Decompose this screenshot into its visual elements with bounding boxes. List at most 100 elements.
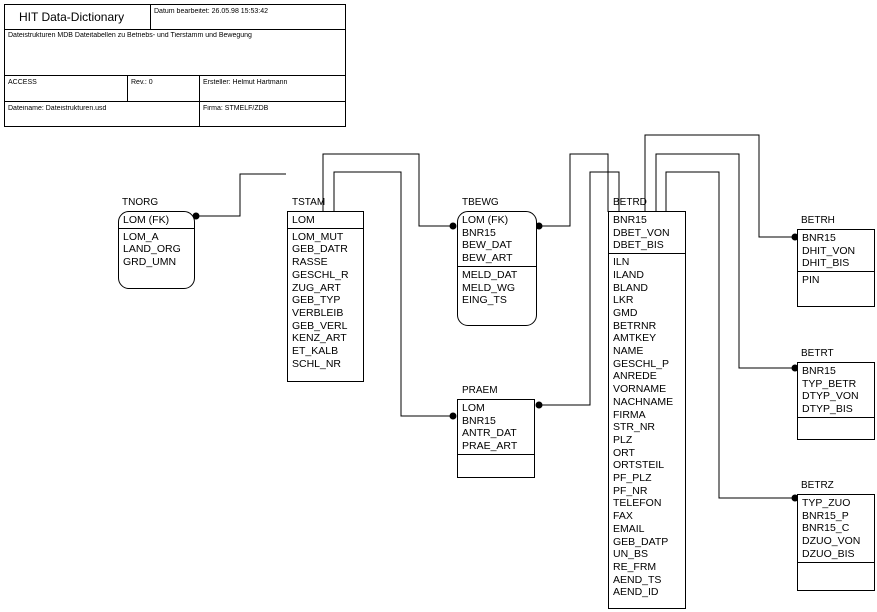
attribute: VERBLEIB <box>292 306 344 319</box>
entity-name-tstam: TSTAM <box>292 197 326 208</box>
title-block: HIT Data-Dictionary Datum bearbeitet: 26… <box>4 4 346 127</box>
attribute: BLAND <box>613 281 649 294</box>
entity-name-betrh: BETRH <box>801 215 835 226</box>
key-attribute: DTYP_VON <box>802 390 859 403</box>
key-attribute: DBET_VON <box>613 226 670 239</box>
attribute: AMTKEY <box>613 332 657 345</box>
attribute: GESCHL_P <box>613 357 670 370</box>
relationship-line-tstam-tbewg <box>322 153 455 227</box>
attribute: ILAND <box>613 268 644 281</box>
attribute: MELD_WG <box>462 281 516 294</box>
relationship-line-betrd-praem <box>537 171 620 406</box>
attribute-section <box>798 563 874 566</box>
diagram-title: HIT Data-Dictionary <box>19 10 125 24</box>
key-attribute: LOM (FK) <box>462 214 509 226</box>
key-attribute: DBET_BIS <box>613 239 664 252</box>
primary-key-section: LOM (FK) <box>119 212 194 229</box>
attribute: EING_TS <box>462 294 507 307</box>
attribute: UN_BS <box>613 548 649 561</box>
attribute: ANREDE <box>613 370 657 383</box>
cardinality-dot <box>449 412 457 420</box>
attribute: GEB_TYP <box>292 294 341 307</box>
attribute: PIN <box>802 274 820 287</box>
attribute-section <box>458 455 534 458</box>
entity-name-betrz: BETRZ <box>801 480 834 491</box>
attribute: AEND_TS <box>613 573 662 586</box>
key-attribute: BNR15_P <box>802 509 849 522</box>
relationship-line-betrd-betrt <box>655 153 797 369</box>
relationship-line-betrd-betrz <box>665 171 797 499</box>
relationship-line-tstam-tnorg <box>196 173 286 217</box>
key-attribute: BNR15 <box>613 214 647 226</box>
key-attribute: BNR15 <box>462 226 496 239</box>
revision: Rev.: 0 <box>131 79 153 86</box>
cardinality-dot <box>535 222 543 230</box>
attribute: BETRNR <box>613 319 657 332</box>
key-attribute: ANTR_DAT <box>462 427 517 440</box>
attribute: FAX <box>613 510 633 523</box>
attribute: GEB_DATP <box>613 535 669 548</box>
attribute: ORTSTEIL <box>613 459 665 472</box>
key-attribute: DZUO_VON <box>802 535 861 548</box>
attribute-section: PIN <box>798 272 874 288</box>
attribute: EMAIL <box>613 522 645 535</box>
attribute: PF_PLZ <box>613 472 652 485</box>
entity-name-tbewg: TBEWG <box>462 197 499 208</box>
attribute: TELEFON <box>613 497 662 510</box>
edit-date: Datum bearbeitet: 26.05.98 15:53:42 <box>154 8 269 15</box>
key-attribute: LOM <box>292 214 315 226</box>
relationship-line-betrd-betrh <box>644 134 797 238</box>
file-name: Dateiname: Dateistrukturen.usd <box>8 105 107 112</box>
cardinality-dot <box>449 222 457 230</box>
entity-name-praem: PRAEM <box>462 385 498 396</box>
company: Firma: STMELF/ZDB <box>203 105 269 112</box>
attribute: AEND_ID <box>613 586 659 599</box>
attribute: GEB_DATR <box>292 243 348 256</box>
attribute: GRD_UMN <box>123 256 177 269</box>
attribute: RE_FRM <box>613 560 657 573</box>
attribute: LKR <box>613 294 634 307</box>
entity-name-betrd: BETRD <box>613 197 647 208</box>
entity-name-betrt: BETRT <box>801 348 834 359</box>
database-type: ACCESS <box>8 79 37 86</box>
key-attribute: BNR15 <box>802 232 836 244</box>
relationship-line-betrd-tbewg <box>537 153 609 227</box>
attribute: RASSE <box>292 256 328 269</box>
description: Dateistrukturen MDB Dateitabellen zu Bet… <box>8 32 252 39</box>
attribute: LOM_A <box>123 230 159 243</box>
key-attribute: BNR15 <box>462 414 496 427</box>
key-attribute: LOM <box>462 402 485 414</box>
primary-key-section: LOM <box>288 212 363 229</box>
cardinality-dot <box>791 364 799 372</box>
key-attribute: PRAE_ART <box>462 440 518 453</box>
relationship-line-tstam-praem <box>333 171 455 417</box>
attribute: LAND_ORG <box>123 243 181 256</box>
key-attribute: DTYP_BIS <box>802 403 853 416</box>
attribute: VORNAME <box>613 383 667 396</box>
attribute: ORT <box>613 446 635 459</box>
key-attribute: TYP_ZUO <box>802 497 851 509</box>
key-attribute: DZUO_BIS <box>802 547 855 560</box>
key-attribute: BEW_DAT <box>462 239 512 252</box>
key-attribute: LOM (FK) <box>123 214 170 226</box>
attribute: MELD_DAT <box>462 268 518 281</box>
attribute: FIRMA <box>613 408 646 421</box>
key-attribute: TYP_BETR <box>802 377 857 390</box>
